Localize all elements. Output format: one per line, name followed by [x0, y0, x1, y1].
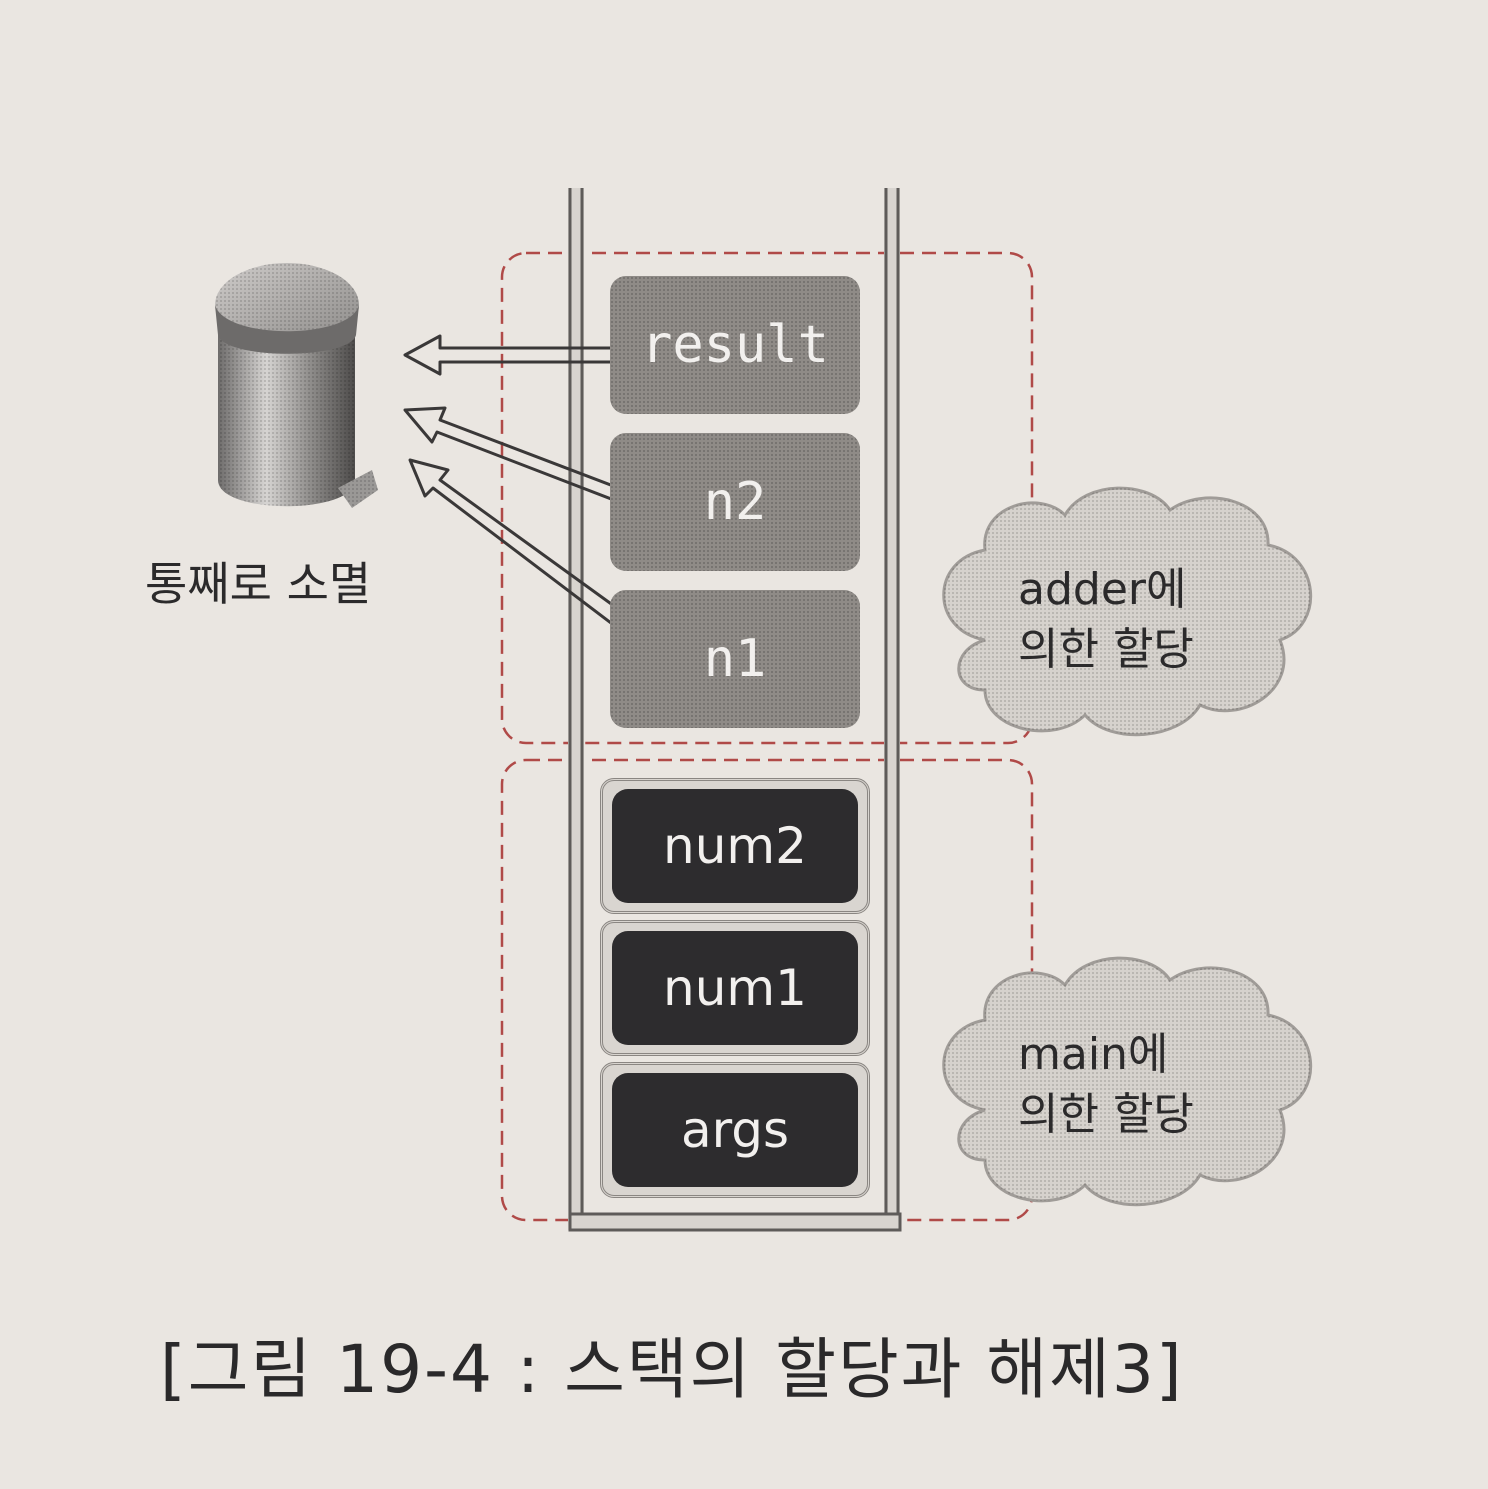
trash-can-icon — [215, 263, 378, 508]
discard-arrows — [403, 334, 651, 647]
main-cloud-label: main에 의한 할당 — [1018, 1025, 1194, 1145]
trash-label: 통째로 소멸 — [145, 557, 372, 611]
stack-block-n1: n1 — [610, 590, 860, 728]
stack-container — [568, 188, 902, 1232]
stack-block-n2: n2 — [610, 433, 860, 571]
main-cloud-line2: 의한 할당 — [1018, 1089, 1194, 1140]
adder-cloud-line2: 의한 할당 — [1018, 624, 1194, 675]
arrow-n1 — [408, 458, 651, 647]
stack-block-num1: num1 — [612, 931, 858, 1045]
adder-cloud-label: adder에 의한 할당 — [1018, 560, 1194, 680]
stack-block-label: n1 — [703, 629, 767, 689]
stack-block-label: num2 — [663, 817, 807, 875]
adder-cloud-shape — [942, 486, 1313, 737]
stack-block-result: result — [610, 276, 860, 414]
figure-caption: [그림 19-4 : 스택의 할당과 해제3] — [160, 1331, 1184, 1408]
stack-block-label: n2 — [703, 472, 767, 532]
main-cloud-line1: main에 — [1018, 1029, 1169, 1080]
adder-frame-border — [500, 251, 1034, 745]
adder-cloud-line1: adder에 — [1018, 564, 1187, 615]
main-cloud-shape — [942, 956, 1313, 1207]
stack-block-args: args — [612, 1073, 858, 1187]
arrow-result — [403, 334, 640, 376]
main-frame-border — [500, 758, 1034, 1222]
stack-block-label: args — [680, 1101, 790, 1159]
stack-block-label: num1 — [663, 959, 807, 1017]
stack-block-label: result — [641, 315, 829, 375]
arrow-n2 — [403, 406, 651, 514]
stack-block-num2: num2 — [612, 789, 858, 903]
